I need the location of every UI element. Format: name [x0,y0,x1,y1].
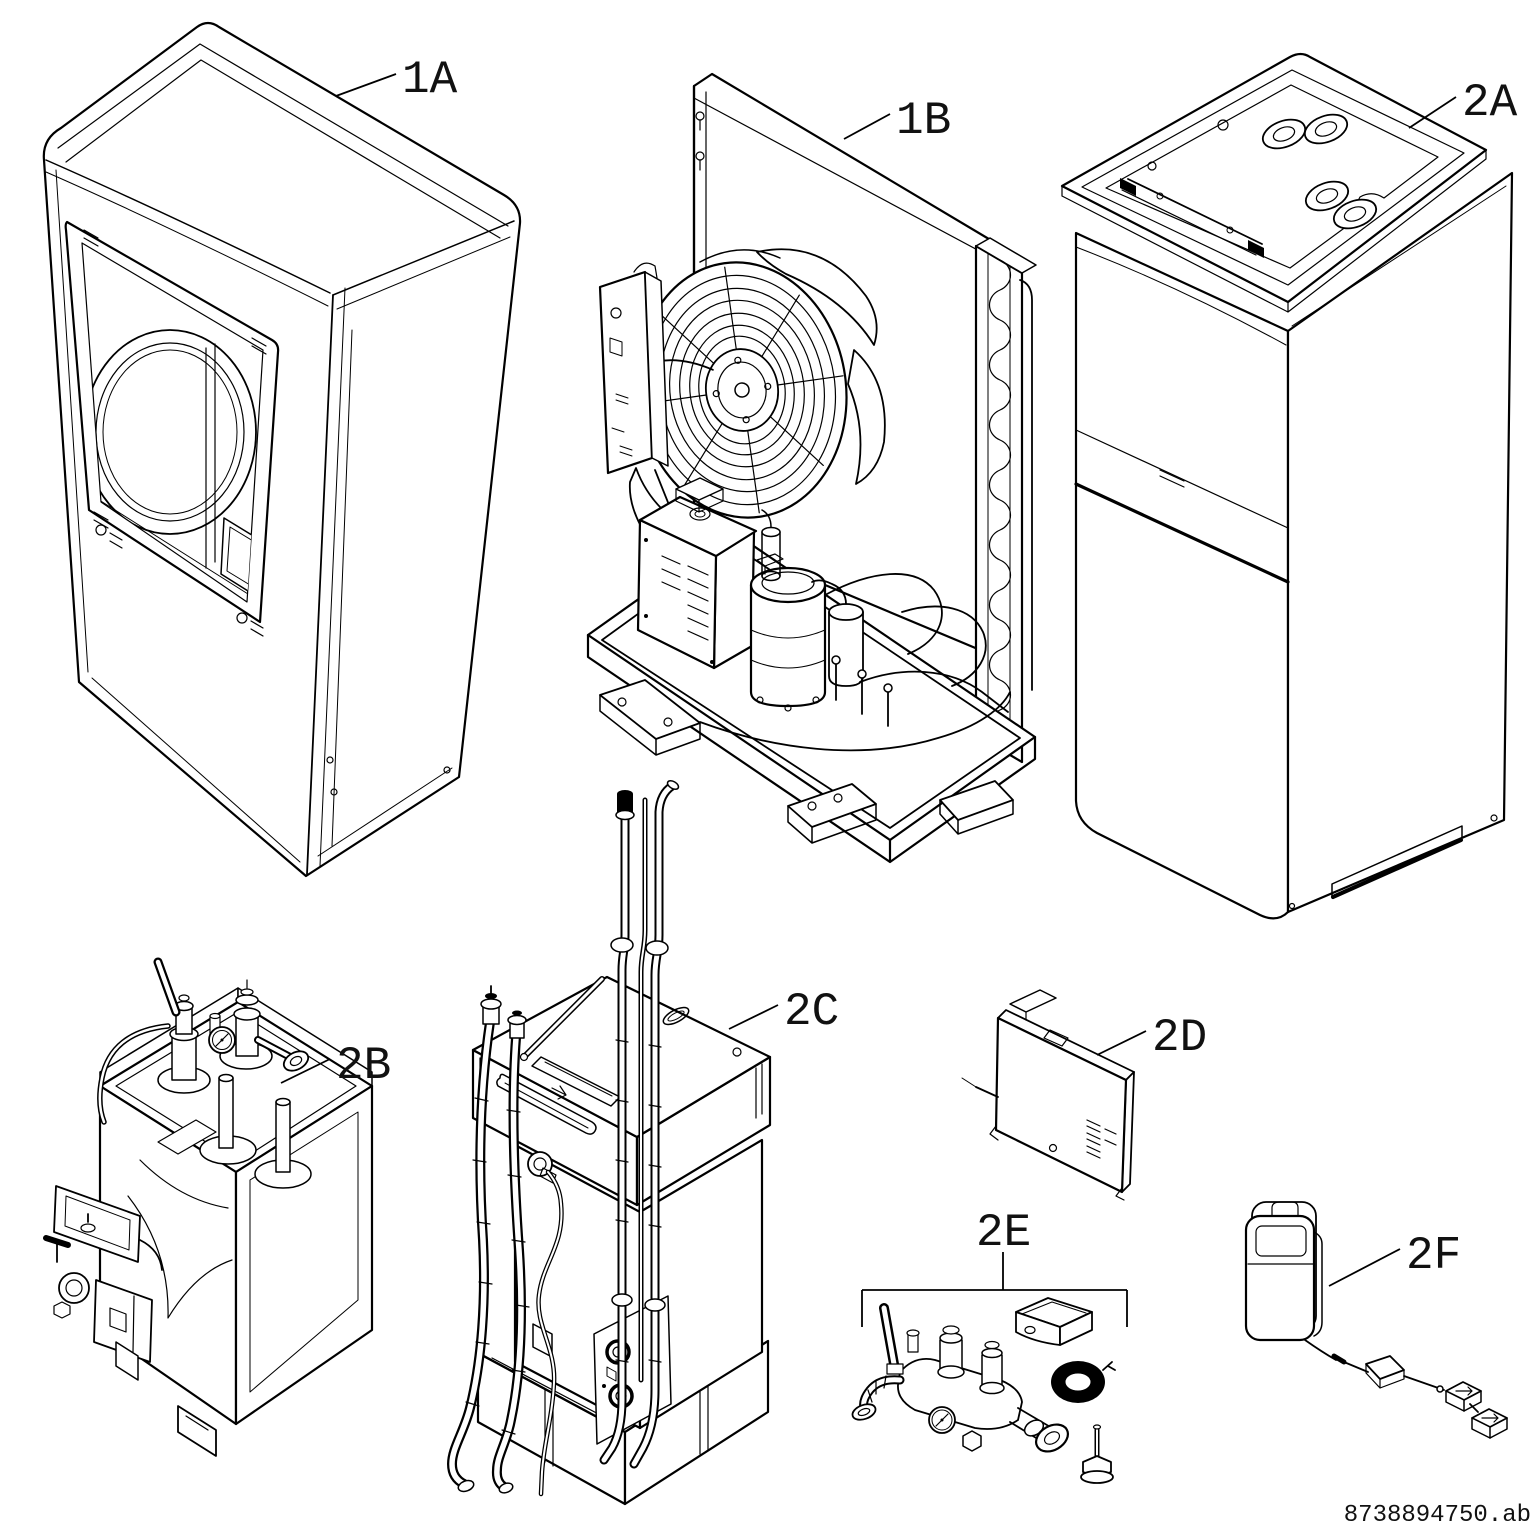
part-label-2f: 2F [1406,1230,1461,1282]
base-vent-slot [1288,814,1498,910]
part-labels: 1A 1B 2A 2B 2C 2D 2E 2F [336,54,1518,1282]
mounting-rail [1120,178,1264,258]
casing-screw-marks [83,229,453,857]
inverter-box [636,477,758,670]
fan-grille [636,261,848,519]
leader-line-2d [1096,1030,1147,1056]
part-label-2e: 2E [976,1207,1031,1259]
electrical-box [598,262,725,643]
refrigerant-pipes [699,573,1011,752]
part-2a-cabinet [1060,52,1514,920]
part-1b-fan-coil-assembly [586,72,1037,864]
leader-line-2b [280,1058,331,1084]
pump-assembly [43,1185,163,1363]
part-label-2a: 2A [1462,77,1518,129]
cover-cap [1015,1297,1093,1346]
leader-line-2c [728,1004,779,1030]
part-2f-controller-cable [1244,1201,1508,1439]
fan-window-opening [64,220,280,624]
part-label-2b: 2B [336,1040,391,1092]
cabinet-top-tray [1060,52,1488,313]
bracket-2e [861,1252,1128,1327]
part-label-1a: 1A [402,54,458,106]
part-label-2c: 2C [784,986,839,1038]
leader-line-2f [1328,1248,1401,1287]
part-2b-hydraulic-unit [43,957,374,1457]
leader-line-2a [1408,96,1457,129]
leader-line-1a [335,73,397,97]
hydraulic-top-fittings [97,957,312,1189]
part-1a-outer-casing [42,21,522,878]
part-label-1b: 1B [896,95,951,147]
main-pipes [599,779,680,1469]
drain-pipe [527,1151,564,1497]
valve-group [851,1303,1069,1453]
flex-hoses [447,985,530,1494]
sensor-pin [1080,1424,1114,1484]
part-2d-control-box [961,989,1135,1201]
controller-cable [1304,1339,1508,1439]
part-2e-valve-kit [851,1297,1116,1484]
gasket-ring [1051,1361,1116,1403]
part-label-2d: 2D [1152,1012,1207,1064]
compressor [749,509,864,712]
document-reference: 8738894750.ab [1344,1502,1531,1529]
part-2c-heat-module [447,779,772,1506]
heat-exchanger-coil [974,237,1037,764]
pipe-grommets [1261,113,1378,230]
leader-line-1b [843,113,891,140]
leader-lines [280,73,1457,1327]
